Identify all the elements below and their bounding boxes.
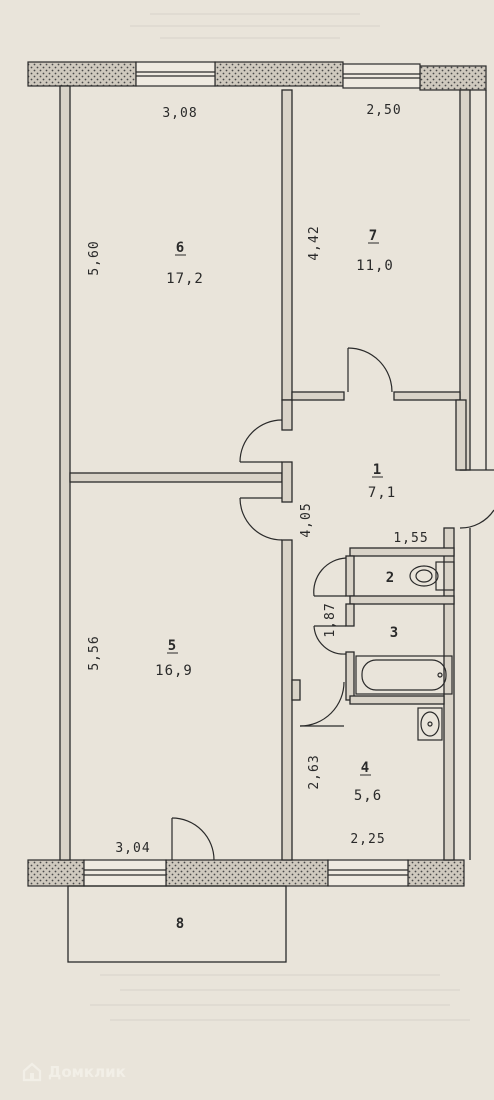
- house-logo-icon: [22, 1062, 42, 1082]
- dim-bath-length: 1,87: [323, 602, 338, 637]
- bottom-exterior-wall: [27, 859, 465, 887]
- room-1-number: 1: [373, 462, 381, 478]
- dim-room4-length: 2,63: [307, 754, 322, 789]
- room-5-number: 5: [168, 638, 176, 654]
- dim-corridor-length: 4,05: [299, 502, 314, 537]
- dim-room6-width: 3,08: [162, 106, 197, 121]
- dim-room6-length: 5,60: [87, 240, 102, 275]
- room-7-number: 7: [369, 228, 377, 244]
- room-8-number: 8: [176, 916, 184, 932]
- dimension-labels: 3,08 2,50 5,60 4,42 4,05 1,55 1,87 5,56 …: [87, 103, 428, 856]
- dim-wc-width: 1,55: [393, 531, 428, 546]
- watermark: Домклик: [22, 1062, 126, 1082]
- room-3-number: 3: [390, 625, 398, 641]
- room-2-number: 2: [386, 570, 394, 586]
- room-4-number: 4: [361, 760, 369, 776]
- room-6-number: 6: [176, 240, 184, 256]
- dim-room7-width: 2,50: [366, 103, 401, 118]
- interior-walls: [59, 85, 487, 861]
- dim-room4-width: 2,25: [350, 832, 385, 847]
- watermark-brand: Домклик: [48, 1063, 126, 1081]
- bathtub-icon: [355, 655, 453, 695]
- room-5-area: 16,9: [155, 663, 193, 679]
- dim-room7-length: 4,42: [307, 225, 322, 260]
- room-labels: 6 17,2 7 11,0 1 7,1 2 3 4 5,6 5 16,9 8: [155, 228, 398, 932]
- fixtures: [355, 561, 455, 741]
- door-swings: [171, 347, 494, 861]
- balcony: [67, 885, 287, 963]
- dim-room5-length: 5,56: [87, 635, 102, 670]
- room-1-area: 7,1: [368, 485, 396, 501]
- room-7-area: 11,0: [356, 258, 394, 274]
- room-4-area: 5,6: [354, 788, 382, 804]
- dim-room5-width: 3,04: [115, 841, 150, 856]
- room-6-area: 17,2: [166, 271, 204, 287]
- toilet-icon: [409, 561, 455, 591]
- sink-icon: [417, 707, 443, 741]
- top-exterior-wall: [27, 61, 487, 91]
